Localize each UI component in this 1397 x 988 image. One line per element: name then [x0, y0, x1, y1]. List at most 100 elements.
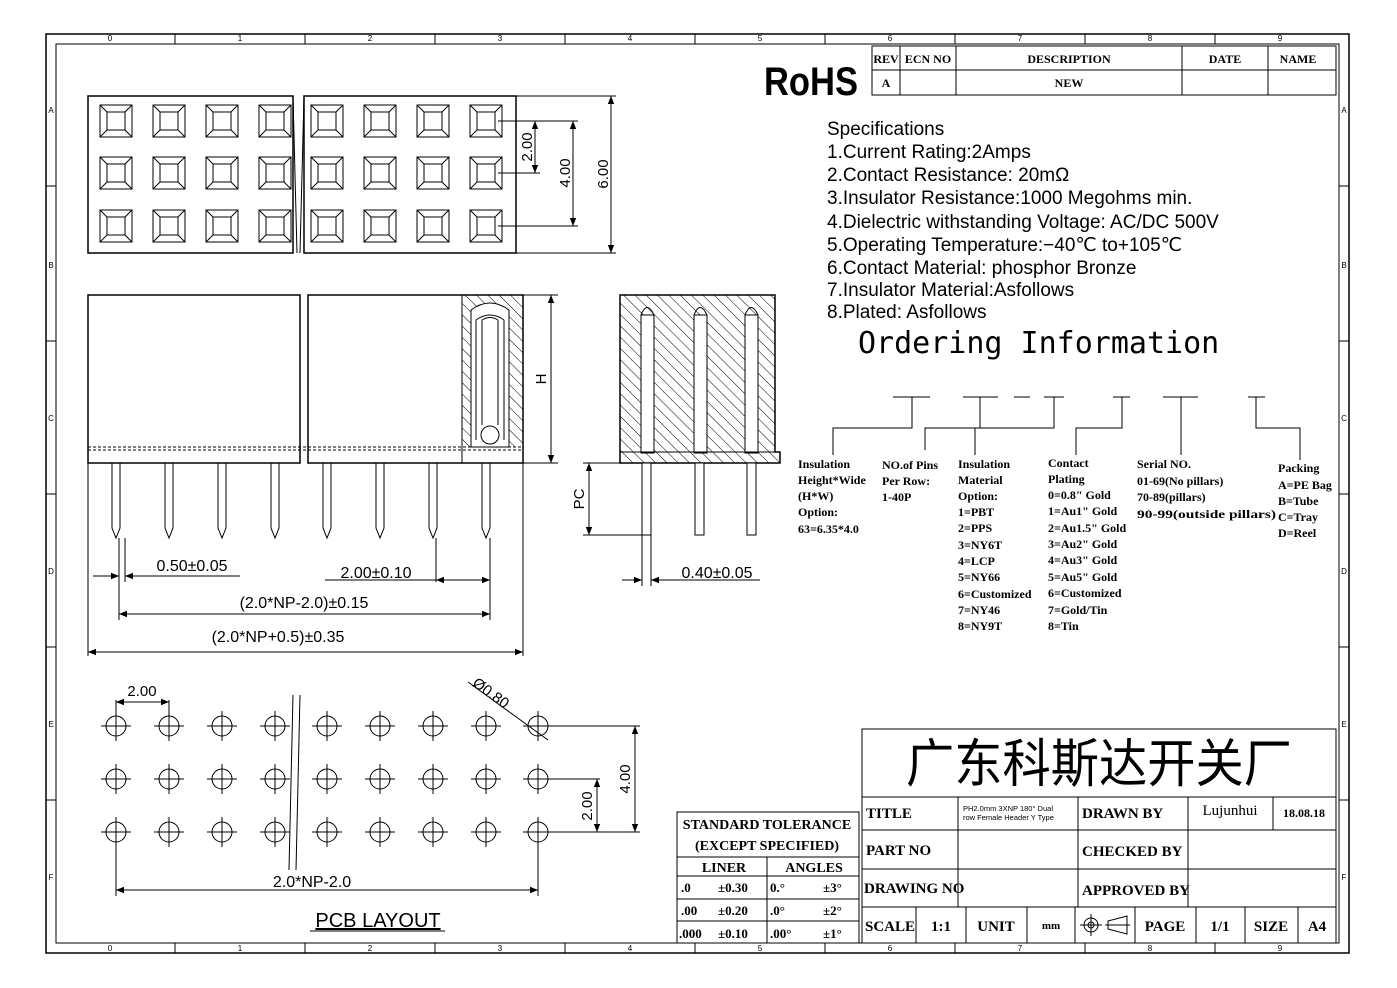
spec-item: 3.Insulator Resistance:1000 Megohms min.	[827, 188, 1192, 209]
contact-opening-edge	[258, 104, 267, 113]
contact-opening	[310, 104, 344, 138]
unit-value: mm	[1042, 920, 1060, 932]
angles-header: ANGLES	[785, 861, 843, 876]
contact-opening-inner	[265, 163, 285, 183]
tolerance-table: STANDARD TOLERANCE (EXCEPT SPECIFIED) LI…	[676, 811, 860, 944]
contact-opening-edge	[258, 209, 267, 218]
tolerance-title: STANDARD TOLERANCE	[683, 818, 851, 833]
ordering-line: Material	[958, 473, 1003, 487]
border-col-label: 4	[628, 944, 633, 953]
ordering-line: 6=Customized	[958, 587, 1032, 601]
contact-opening-edge	[363, 129, 372, 138]
contact-opening-edge	[258, 181, 267, 190]
contact-opening-inner	[317, 163, 337, 183]
contact-opening-edge	[441, 129, 450, 138]
contact-opening-edge	[388, 156, 397, 165]
contact-opening-edge	[363, 234, 372, 243]
contact-opening-inner	[212, 163, 232, 183]
pin	[322, 463, 332, 540]
contact-opening	[258, 209, 292, 243]
contact-opening-edge	[177, 234, 186, 243]
contact-opening-edge	[310, 234, 319, 243]
contact-opening-edge	[258, 156, 267, 165]
border-col-label: 0	[108, 34, 113, 43]
contact-opening-edge	[177, 104, 186, 113]
contact-opening-edge	[388, 234, 397, 243]
contact-opening-edge	[469, 181, 478, 190]
border-col-label: 2	[368, 34, 373, 43]
border-col-label: 6	[888, 944, 893, 953]
contact-opening-edge	[177, 209, 186, 218]
front-pins	[111, 463, 491, 540]
contact-opening-inner	[476, 111, 496, 131]
contact-opening	[99, 156, 133, 190]
contact-opening-edge	[258, 129, 267, 138]
ordering-line: Insulation	[798, 457, 850, 471]
contact-opening-inner	[476, 163, 496, 183]
dim-label: 4.00	[617, 764, 634, 793]
border-col-label: 1	[238, 34, 243, 43]
dim-label: 2.00	[579, 791, 596, 820]
contact-opening-edge	[152, 234, 161, 243]
contact-opening-edge	[124, 209, 133, 218]
contact-opening-edge	[283, 209, 292, 218]
border-row-label: A	[48, 106, 54, 115]
contact-opening-edge	[335, 209, 344, 218]
contact-opening-edge	[283, 181, 292, 190]
dim-label: 4.00	[557, 158, 574, 187]
contact-opening-edge	[388, 209, 397, 218]
contact-opening-edge	[494, 129, 503, 138]
contact-opening-edge	[230, 209, 239, 218]
border-row-label: C	[48, 414, 54, 423]
contact-opening-edge	[99, 156, 108, 165]
border-col-label: 2	[368, 944, 373, 953]
ordering-line: 70-89(pillars)	[1137, 490, 1206, 504]
contact-opening-inner	[317, 216, 337, 236]
contact-opening-edge	[388, 181, 397, 190]
dim-label: 2.00	[127, 683, 156, 700]
ordering-line: A=PE Bag	[1278, 478, 1332, 492]
contact-opening-edge	[441, 104, 450, 113]
ordering-line: 90-99(outside pillars)	[1137, 507, 1276, 521]
dim-label: 2.0*NP-2.0	[273, 874, 351, 891]
contact-opening-edge	[124, 234, 133, 243]
projection-icon	[1080, 914, 1130, 936]
dim-label: H	[533, 374, 550, 385]
contact-opening-edge	[99, 129, 108, 138]
contact-opening	[152, 156, 186, 190]
ordering-line: 4=LCP	[958, 554, 995, 568]
dim-label: 0.40±0.05	[681, 565, 752, 582]
dim-label: 2.00	[519, 132, 536, 161]
ordering-line: Per Row:	[882, 474, 930, 488]
title-value: PH2.0mm 3XNP 180° Dual	[963, 804, 1053, 813]
contact-opening-edge	[310, 209, 319, 218]
border-col-label: 5	[758, 944, 763, 953]
contact-opening-edge	[335, 234, 344, 243]
border-col-label: 1	[238, 944, 243, 953]
ordering-information: Ordering Information Insulation Height*W…	[798, 326, 1332, 633]
ordering-line: Plating	[1048, 472, 1085, 486]
title-label: TITLE	[866, 806, 912, 822]
ordering-line: 8=Tin	[1048, 619, 1079, 633]
rev-value: A	[882, 76, 891, 90]
border-col-label: 3	[498, 34, 503, 43]
scale-label: SCALE	[865, 919, 915, 935]
contact-opening-inner	[423, 216, 443, 236]
ordering-line: 2=PPS	[958, 521, 992, 535]
border-col-label: 8	[1148, 944, 1153, 953]
contact-opening	[363, 156, 397, 190]
contact-opening-edge	[335, 129, 344, 138]
border-row-label: B	[1341, 261, 1346, 270]
title-value: row Female Header Y Type	[963, 813, 1054, 822]
contact-opening	[363, 209, 397, 243]
drawn-by-label: DRAWN BY	[1082, 806, 1163, 822]
contact-opening-edge	[124, 156, 133, 165]
tolerance-cell: .00	[681, 903, 697, 918]
top-view: 2.00 4.00 6.00	[87, 95, 616, 254]
page-label: PAGE	[1145, 919, 1186, 935]
contact-opening	[205, 104, 239, 138]
front-view: H 0.50±0.05 2.00±0.10 (2.0*NP-2.0)±0.15 …	[87, 294, 558, 656]
rev-header: REV	[873, 52, 899, 66]
border-col-label: 3	[498, 944, 503, 953]
